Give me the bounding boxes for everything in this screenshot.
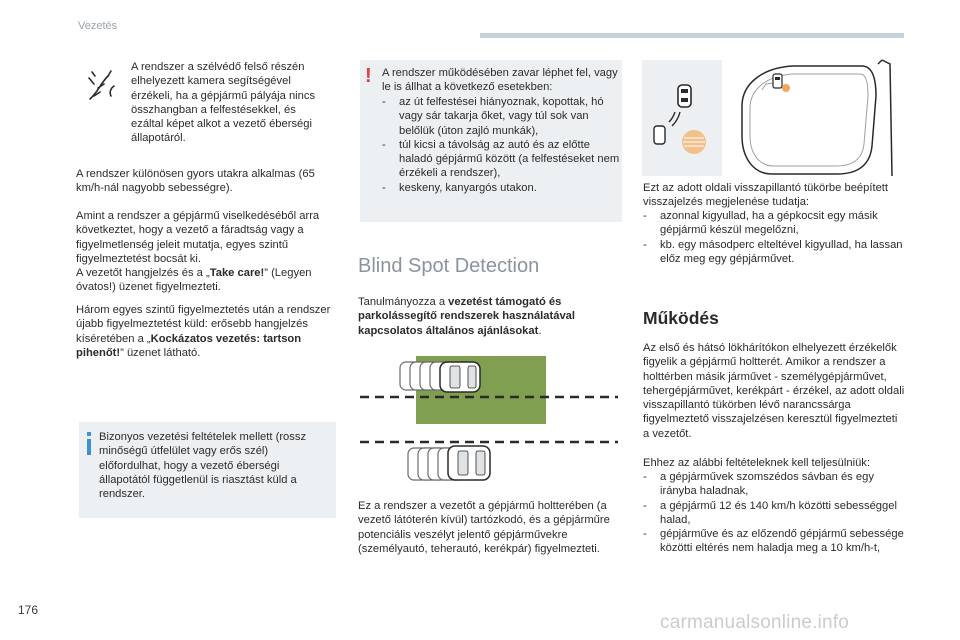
page-number: 176 (18, 603, 39, 617)
paragraph-second-alert: Három egyes szintű figyelmeztetés után a… (76, 303, 336, 360)
take-care-label: Take care! (209, 267, 265, 280)
warning-note-box: ! A rendszer működésében zavar léphet fe… (360, 60, 622, 222)
first-alert-text: Amint a rendszer a gépjármű viselkedéséb… (76, 210, 320, 265)
mirror-item: azonnal kigyullad, ha a gépkocsit egy má… (643, 209, 905, 238)
exclamation-icon: ! (365, 65, 372, 87)
info-note-box: Bizonyos vezetési feltételek mellett (ro… (79, 422, 336, 518)
warning-item: túl kicsi a távolság az autó és az előtt… (382, 138, 620, 181)
header-bar (480, 33, 904, 38)
blind-spot-illustration (356, 354, 622, 490)
bsd-description: Ez a rendszer a vezetőt a gépjármű holtt… (358, 500, 610, 555)
watermark: carmanualsonline.info (660, 612, 850, 633)
bsd-intro: Tanulmányozza a vezetést támogató és par… (358, 295, 620, 338)
section-title-bsd: Blind Spot Detection (358, 255, 540, 277)
paragraph-first-alert: Amint a rendszer a gépjármű viselkedéséb… (76, 209, 336, 295)
bsd-intro-pre: Tanulmányozza a (358, 296, 449, 308)
conditions-list: a gépjárművek szomszédos sávban és egy i… (643, 470, 905, 556)
info-note-text: Bizonyos vezetési feltételek mellett (ro… (99, 431, 307, 501)
section-title-operation: Működés (643, 308, 719, 328)
condition-item: a gépjármű 12 és 140 km/h közötti sebess… (643, 499, 905, 528)
take-care-pre: A vezetőt hangjelzés és a „ (76, 267, 210, 280)
warning-item: keskeny, kanyargós utakon. (382, 181, 620, 196)
second-alert-pre: Három egyes szintű figyelmeztetés után a… (76, 304, 331, 345)
mirror-indicator-illustration (642, 60, 722, 176)
mirror-indicator-text: Ezt az adott oldali visszapillantó tükör… (643, 182, 889, 209)
lane-departure-icon (84, 66, 120, 102)
mirror-item: kb. egy másodperc elteltével kigyullad, … (643, 238, 905, 267)
operation-text: Az első és hátsó lökhárítókon elhelyezet… (643, 342, 905, 440)
conditions-intro: Ehhez az alábbi feltételeknek kell telje… (643, 457, 870, 469)
mirror-indicator-list: azonnal kigyullad, ha a gépkocsit egy má… (643, 209, 905, 266)
take-care-post: ” (Legyen óvatos!) üzenet figyelmezteti. (76, 267, 312, 294)
info-icon (87, 432, 91, 436)
camera-description: A rendszer a szélvédő felső részén elhel… (131, 61, 316, 145)
bsd-intro-post: . (538, 324, 542, 337)
warning-list: az út felfestései hiányoznak, kopottak, … (382, 95, 620, 195)
condition-item: a gépjárművek szomszédos sávban és egy i… (643, 470, 905, 499)
side-mirror-illustration (722, 56, 902, 180)
second-alert-post: ” üzenet látható. (120, 346, 201, 359)
warning-intro: A rendszer működésében zavar léphet fel,… (382, 67, 618, 94)
paragraph-speed: A rendszer különösen gyors utakra alkalm… (76, 168, 315, 195)
bsd-intro-bold: vezetést támogató és parkolássegítő rend… (358, 296, 576, 337)
info-icon-bar (87, 439, 91, 455)
risky-driving-label: Kockázatos vezetés: tartson pihenőt! (76, 332, 302, 359)
section-label: Vezetés (78, 20, 118, 32)
condition-item: gépjárműve és az előzendő gépjármű sebes… (643, 527, 905, 556)
warning-item: az út felfestései hiányoznak, kopottak, … (382, 95, 620, 138)
